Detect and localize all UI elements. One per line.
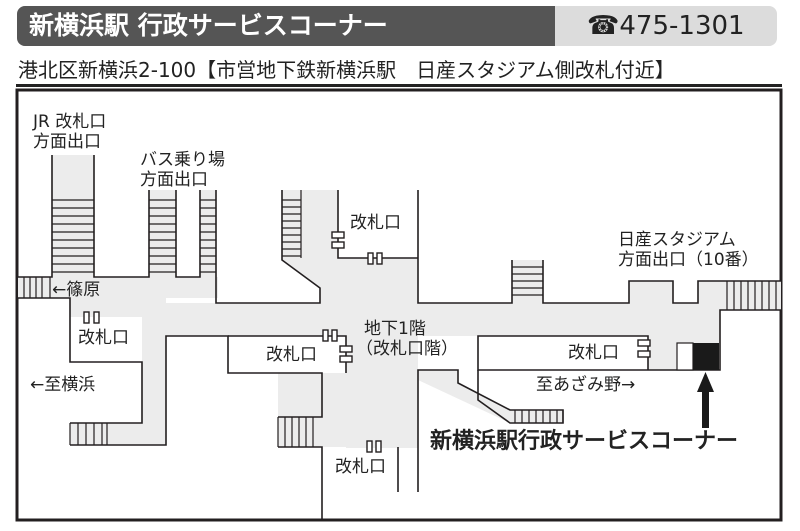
bus-exit-label-2: 方面出口 xyxy=(140,170,208,190)
phone-text: 475-1301 xyxy=(619,11,745,41)
stadium-exit-label: 日産スタジアム xyxy=(618,230,736,250)
header-bar: 新横浜駅 行政サービスコーナー ☎475-1301 xyxy=(17,6,777,46)
ticket-gate-label: 改札口 xyxy=(78,328,129,348)
address: 港北区新横浜2-100【市営地下鉄新横浜駅 日産スタジアム側改札付近】 xyxy=(18,58,675,82)
service-corner-label: 新横浜駅行政サービスコーナー xyxy=(430,428,738,454)
phone-number: ☎475-1301 xyxy=(587,6,745,46)
to-shinohara-label: ←篠原 xyxy=(52,280,100,300)
ticket-gate-label: 改札口 xyxy=(350,213,401,233)
telephone-icon: ☎ xyxy=(587,11,620,41)
page-title: 新横浜駅 行政サービスコーナー xyxy=(17,6,555,46)
pointer-arrow-icon xyxy=(697,372,714,428)
to-azamino-label: 至あざみ野→ xyxy=(536,374,635,395)
ticket-gate-label: 改札口 xyxy=(266,345,317,365)
service-corner-outline xyxy=(676,342,694,371)
divider xyxy=(16,84,782,87)
ticket-gate-label: 改札口 xyxy=(568,343,619,363)
stadium-exit-label-2: 方面出口（10番） xyxy=(618,250,759,270)
bus-exit-label: バス乗り場 xyxy=(140,150,225,170)
ticket-gate-icons xyxy=(83,231,651,453)
stairs xyxy=(23,190,777,447)
ticket-gate-label: 改札口 xyxy=(335,457,386,477)
jr-exit-label: JR 改札口 xyxy=(32,112,106,132)
service-corner-marker xyxy=(693,343,719,370)
floor-label: 地下1階 xyxy=(364,319,426,339)
floor-label-2: （改札口階） xyxy=(356,339,458,359)
jr-exit-label-2: 方面出口 xyxy=(33,132,101,152)
to-yokohama-label: ←至横浜 xyxy=(30,375,95,395)
